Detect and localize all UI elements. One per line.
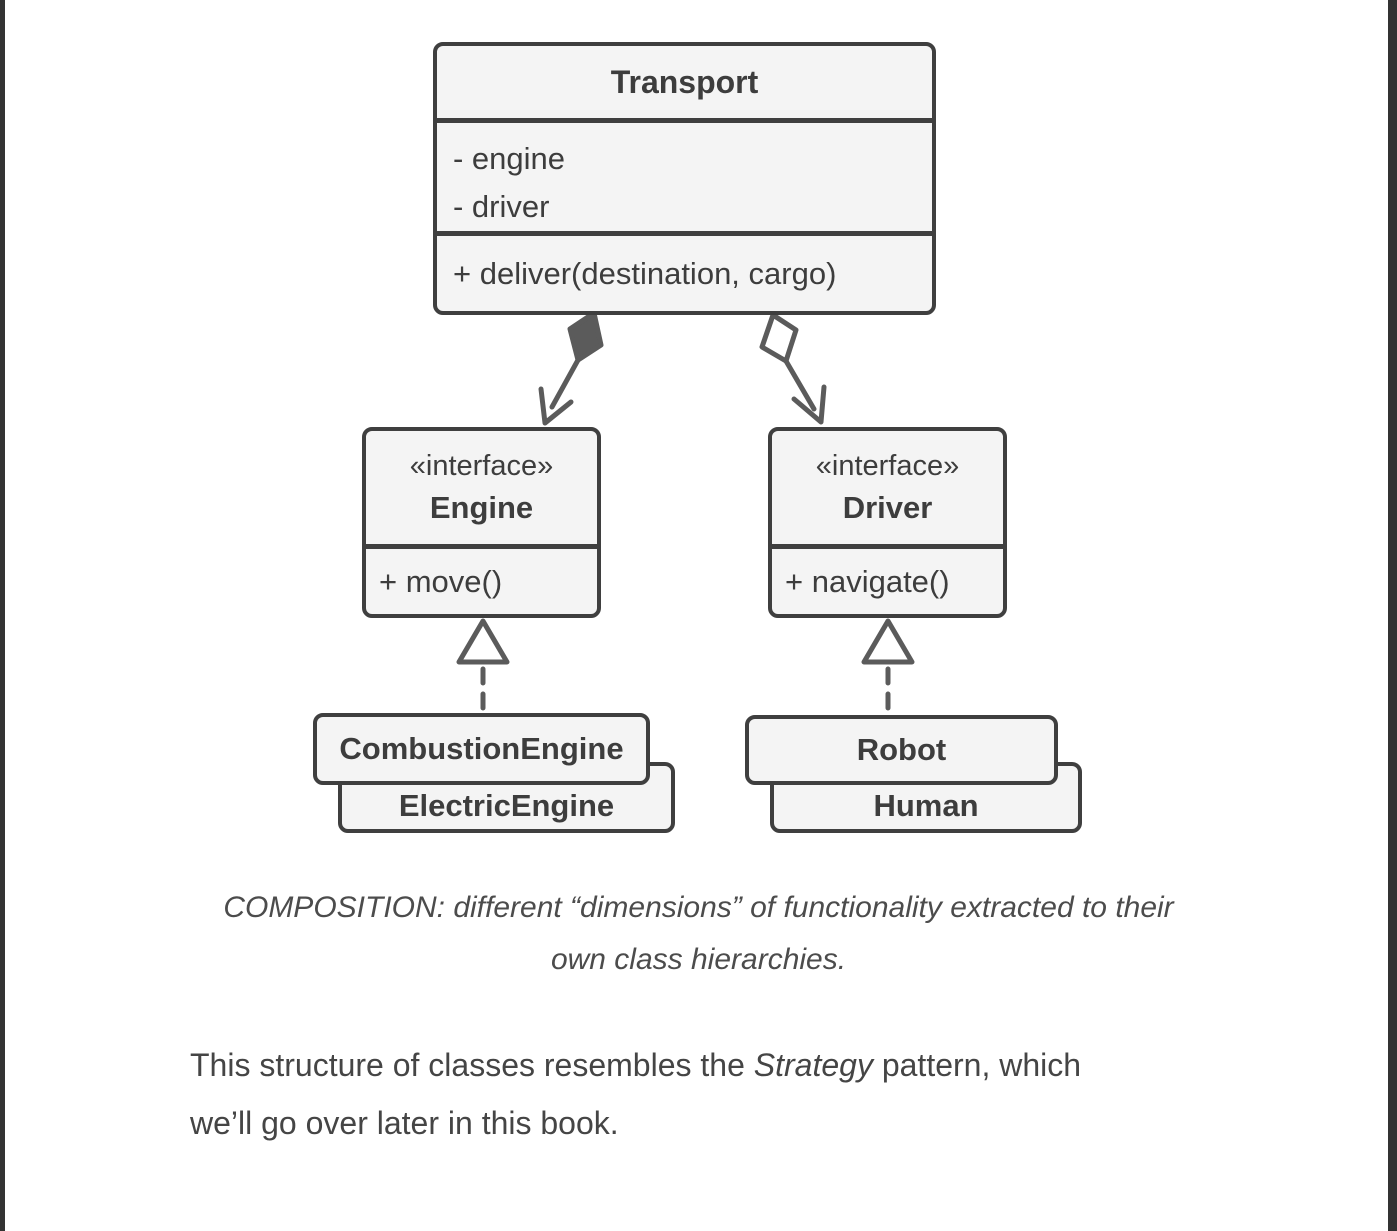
caption-line: own class hierarchies. bbox=[550, 943, 847, 976]
realization-connector-engine bbox=[456, 618, 510, 714]
interface-header: «interface» Driver bbox=[772, 431, 1003, 544]
method-row: + move() bbox=[379, 563, 503, 599]
interface-box-engine: «interface» Engine + move() bbox=[362, 427, 601, 618]
interface-stereotype: «interface» bbox=[815, 449, 960, 482]
realization-triangle-icon bbox=[456, 618, 510, 665]
attribute-row: - engine bbox=[453, 141, 566, 177]
interface-stereotype: «interface» bbox=[409, 449, 554, 482]
method-row: + deliver(destination, cargo) bbox=[453, 255, 837, 291]
left-edge-bar bbox=[0, 0, 5, 1231]
aggregation-diamond-icon bbox=[759, 312, 799, 364]
interface-name: Driver bbox=[842, 489, 933, 525]
open-arrowhead-icon bbox=[538, 386, 574, 426]
paragraph-text: pattern, which bbox=[872, 1047, 1082, 1083]
caption-line: COMPOSITION: different “dimensions” of f… bbox=[223, 891, 1174, 924]
class-methods: + deliver(destination, cargo) bbox=[437, 231, 932, 311]
class-name: Transport bbox=[610, 63, 759, 100]
pattern-name-emphasis: Strategy bbox=[753, 1047, 873, 1083]
realization-triangle-icon bbox=[861, 618, 915, 665]
right-edge-bar bbox=[1388, 0, 1397, 1231]
paragraph-text: we’ll go over later in this book. bbox=[190, 1105, 619, 1141]
aggregation-connector bbox=[759, 312, 827, 425]
class-box-transport: Transport - engine - driver + deliver(de… bbox=[433, 42, 936, 315]
class-box-combustion-engine: CombustionEngine bbox=[313, 713, 650, 785]
class-attributes: - engine - driver bbox=[437, 118, 932, 231]
interface-header: «interface» Engine bbox=[366, 431, 597, 544]
figure-caption: COMPOSITION: different “dimensions” of f… bbox=[0, 882, 1397, 986]
method-row: + navigate() bbox=[785, 563, 950, 599]
attribute-row: - driver bbox=[453, 189, 550, 225]
interface-box-driver: «interface» Driver + navigate() bbox=[768, 427, 1007, 618]
interface-name: Engine bbox=[429, 489, 534, 525]
open-arrowhead-icon bbox=[791, 384, 827, 425]
interface-methods: + move() bbox=[366, 544, 597, 614]
realization-connector-driver bbox=[861, 618, 915, 714]
composition-diamond-icon bbox=[567, 310, 604, 363]
body-paragraph: This structure of classes resembles the … bbox=[190, 1036, 1270, 1152]
composition-connector bbox=[538, 310, 604, 426]
interface-methods: + navigate() bbox=[772, 544, 1003, 614]
class-box-robot: Robot bbox=[745, 715, 1058, 785]
paragraph-text: This structure of classes resembles the bbox=[190, 1047, 754, 1083]
